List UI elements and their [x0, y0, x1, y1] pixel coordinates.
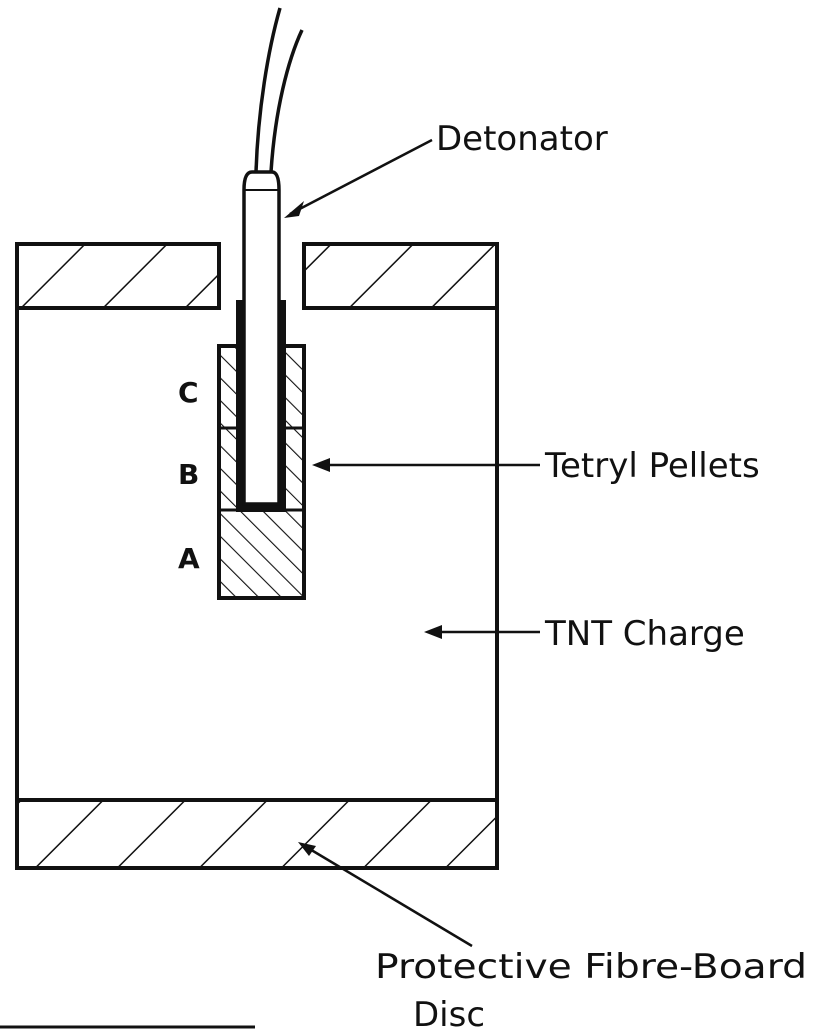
tnt-charge-label: TNT Charge — [544, 614, 745, 654]
top-disc-left — [15, 242, 221, 310]
bottom-disc — [15, 798, 499, 870]
pellet-a — [219, 510, 304, 598]
pellet-c-label: C — [178, 376, 199, 409]
top-disc-right — [302, 242, 499, 310]
detonator-label: Detonator — [436, 119, 608, 159]
protective-disc-label-line2: Disc — [413, 995, 485, 1032]
leader-lines — [284, 138, 540, 948]
container-outline — [15, 244, 499, 868]
tetryl-pellets-label: Tetryl Pellets — [544, 446, 760, 486]
pellet-b-label: B — [178, 458, 199, 491]
pellet-a-label: A — [178, 542, 200, 575]
detonator-wires — [254, 7, 304, 173]
protective-disc-label-line1: Protective Fibre-Board — [375, 947, 807, 987]
detonator — [236, 170, 286, 512]
